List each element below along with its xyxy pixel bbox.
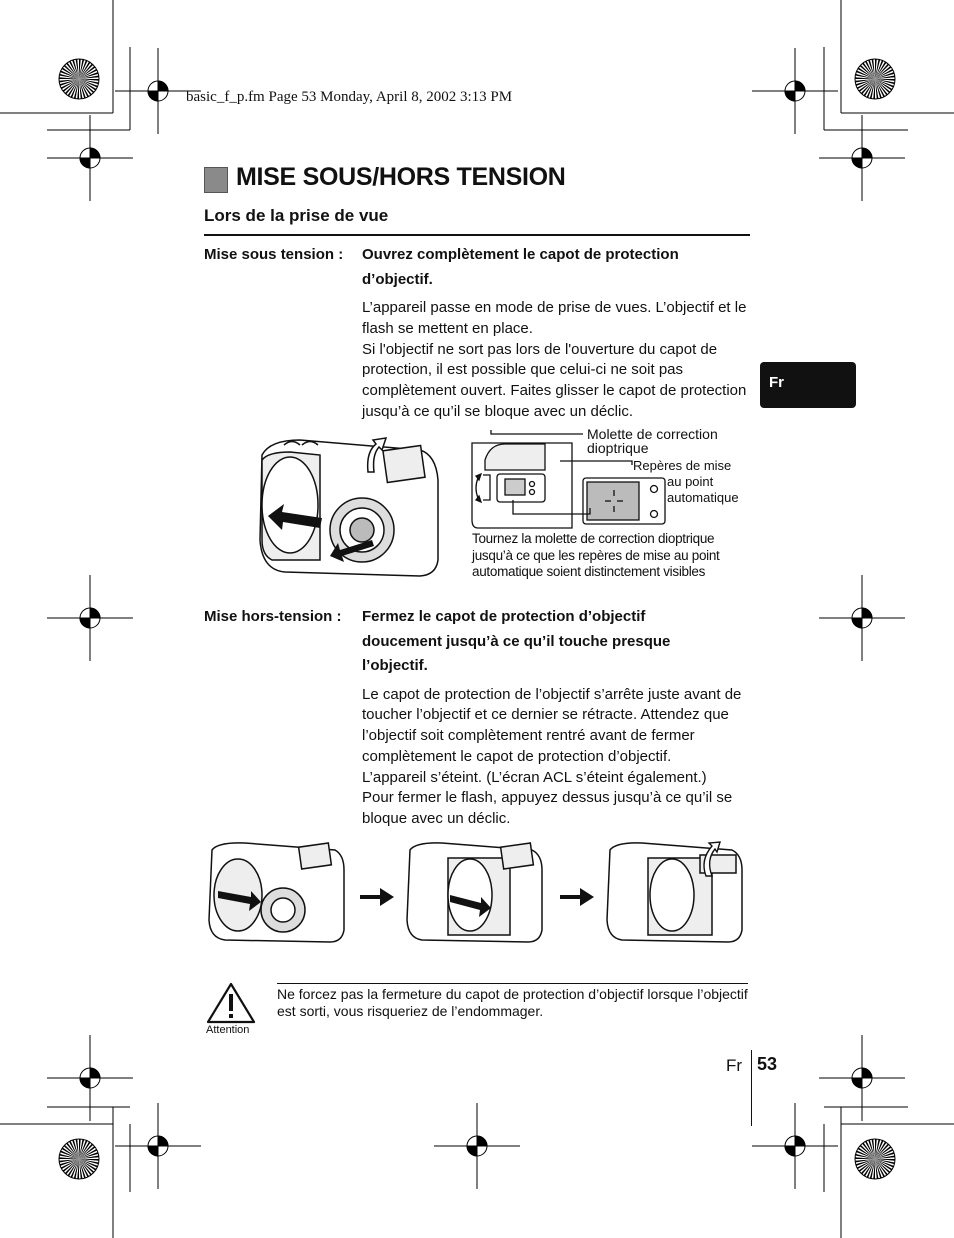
power-off-line-3: Pour fermer le flash, appuyez dessus jus… [362,789,733,828]
page-number: 53 [757,1054,778,1074]
language-tab-label: Fr [769,374,784,391]
warning-text: Ne forcez pas la fermeture du capot de p… [277,986,748,1019]
subtitle-rule [204,234,750,236]
language-tab: Fr [760,362,856,408]
file-header-line: basic_f_p.fm Page 53 Monday, April 8, 20… [186,89,513,105]
section-subtitle: Lors de la prise de vue [204,206,389,225]
registration-starburst-icon [58,1138,100,1180]
power-on-description: L’appareil passe en mode de prise de vue… [362,299,747,337]
marks-label-3: automatique [667,490,739,505]
power-on-block: Ouvrez complètement le capot de protecti… [362,243,754,423]
registration-crosshair-icon [819,575,905,661]
registration-crosshair-icon [819,1035,905,1121]
page-number-separator [751,1050,752,1126]
power-off-label: Mise hors-tension : [204,608,342,625]
power-off-line-2: L’appareil s’éteint. (L’écran ACL s’étei… [362,768,707,786]
registration-crosshair-icon [47,115,133,201]
registration-crosshair-icon [115,1103,201,1189]
viewfinder-caption: Tournez la molette de correction dioptri… [472,531,762,581]
power-off-instruction-2: doucement jusqu’à ce qu’il touche presqu… [362,632,671,650]
dial-label-2: dioptrique [587,440,649,456]
section-marker-box [204,167,228,193]
registration-crosshair-icon [47,1035,133,1121]
page-title: MISE SOUS/HORS TENSION [236,163,566,191]
registration-crosshair-icon [752,48,838,134]
warning-label: Attention [206,1024,250,1036]
power-off-instruction-1: Fermez le capot de protection d’objectif [362,608,646,625]
caption-line-3: automatique soient distinctement visible… [472,564,706,579]
registration-starburst-icon [58,58,100,100]
registration-starburst-icon [854,58,896,100]
registration-crosshair-icon [819,115,905,201]
registration-crosshair-icon [115,48,201,134]
caption-line-2: jusqu’à ce que les repères de mise au po… [472,547,720,563]
power-off-block: Fermez le capot de protection d’objectif… [362,605,754,830]
power-on-note: Si l'objectif ne sort pas lors de l'ouve… [362,340,747,420]
marks-label-1: Repères de mise [633,458,732,473]
footer-language: Fr [726,1056,743,1075]
dial-label-1: Molette de correction [587,426,718,442]
registration-crosshair-icon [752,1103,838,1189]
registration-crosshair-icon [47,575,133,661]
power-on-instruction-1: Ouvrez complètement le capot de protecti… [362,246,679,263]
caption-line-1: Tournez la molette de correction dioptri… [472,531,715,546]
power-on-instruction-2: d’objectif. [362,270,433,288]
power-off-instruction-3: l’objectif. [362,657,428,674]
registration-starburst-icon [854,1138,896,1180]
power-off-description: Le capot de protection de l’objectif s’a… [362,685,742,765]
warning-rule [277,983,748,984]
marks-label-2: au point [667,474,714,489]
power-on-label: Mise sous tension : [204,246,344,263]
registration-crosshair-icon [434,1103,520,1189]
